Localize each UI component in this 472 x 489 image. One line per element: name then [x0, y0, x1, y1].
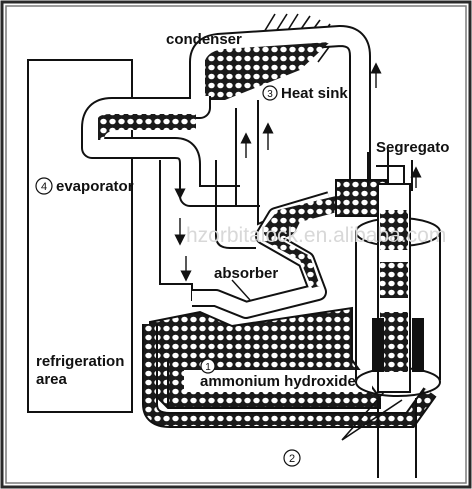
absorber-label: absorber	[214, 265, 278, 282]
flow-arrow-icon	[174, 62, 422, 282]
segregator-label: Segregato	[376, 139, 449, 156]
heat-sink-number-icon: 3	[262, 85, 278, 101]
condenser-fill	[205, 42, 330, 100]
absorber-pointer	[231, 279, 251, 301]
condenser-label: condenser	[166, 31, 242, 48]
evaporator-upper-fill	[98, 114, 196, 140]
svg-text:4: 4	[41, 181, 47, 193]
ammonium-label-bg	[184, 370, 372, 392]
heater-block-left	[372, 318, 384, 372]
heater-block-right	[412, 318, 424, 372]
refrigeration-label-line1: refrigeration	[36, 353, 124, 370]
ammonium-hydroxide-label: ammonium hydroxide	[200, 373, 356, 390]
ammonium-number-icon: 1	[200, 358, 216, 374]
heat-sink-label: Heat sink	[281, 85, 348, 102]
generator-body	[355, 232, 441, 380]
evaporator-label: evaporator	[56, 178, 134, 195]
svg-text:2: 2	[289, 453, 295, 465]
inner-frame	[5, 5, 467, 484]
heater-number-icon: 2	[283, 449, 301, 467]
ammonium-reservoir	[149, 306, 381, 409]
heater-pointer-lines	[341, 391, 403, 441]
evaporator-number-icon: 4	[35, 177, 53, 195]
refrigeration-label-line2: area	[36, 371, 68, 388]
watermark-text: hzorbitalock.en.alibaba.com	[186, 224, 446, 247]
svg-text:3: 3	[267, 89, 273, 100]
svg-text:1: 1	[205, 362, 211, 373]
